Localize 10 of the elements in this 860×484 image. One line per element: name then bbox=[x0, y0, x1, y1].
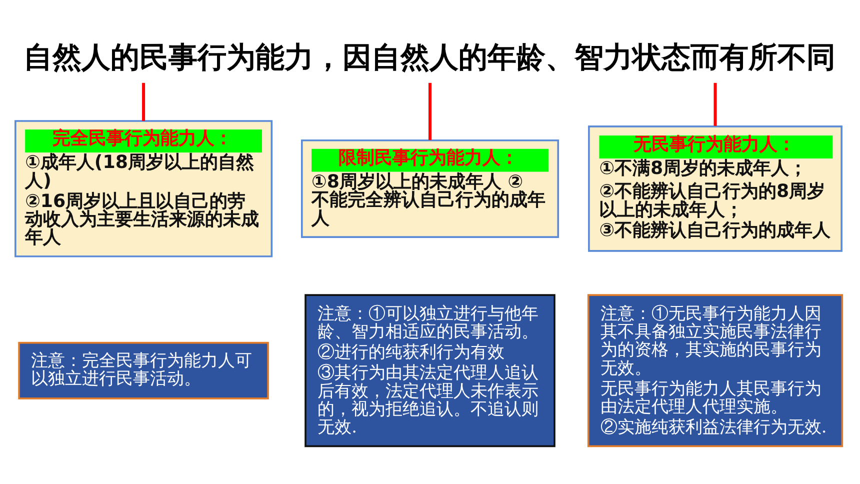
node-text: 自然人的民事行为能力，因自然人的年龄、智力状态而有所不同 bbox=[23, 39, 836, 74]
connector bbox=[142, 82, 146, 120]
node-box: 无民事行为能力人： ①不满8周岁的未成年人； ②不能辨认自己行为的8周岁以上的未成年人； ③不能辨认自己行为的成年人 bbox=[588, 125, 842, 252]
node-box: 注意：①可以独立进行与他年龄、智力相适应的民事活动。 ②进行的纯获利行为有效 ③其行为由其法定代理人追认后有效，法定代理人未作表示的，视为拒绝追认。不追认则无效. bbox=[304, 294, 556, 447]
node-box: 限制民事行为能力人： ①8周岁以上的未成年人 ②不能完全辨认自己行为的成年人 bbox=[300, 138, 560, 238]
connector bbox=[428, 82, 432, 140]
connector bbox=[714, 82, 717, 126]
node-box: 完全民事行为能力人： ①成年人(18周岁以上的自然人) ②16周岁以上且以自己的劳动收入为主要生活来源的未成年人 bbox=[14, 120, 273, 257]
node-box: 注意：完全民事行为能力人可以独立进行民事活动。 bbox=[18, 341, 269, 399]
node-box: 注意：①无民事行为能力人因其不具备独立实施民事法律行为的资格，其实施的民事行为无效。 无民事行为能力人其民事行为由法定代理人代理实施。 ②实施纯获利益法律行为无效. bbox=[587, 294, 844, 447]
